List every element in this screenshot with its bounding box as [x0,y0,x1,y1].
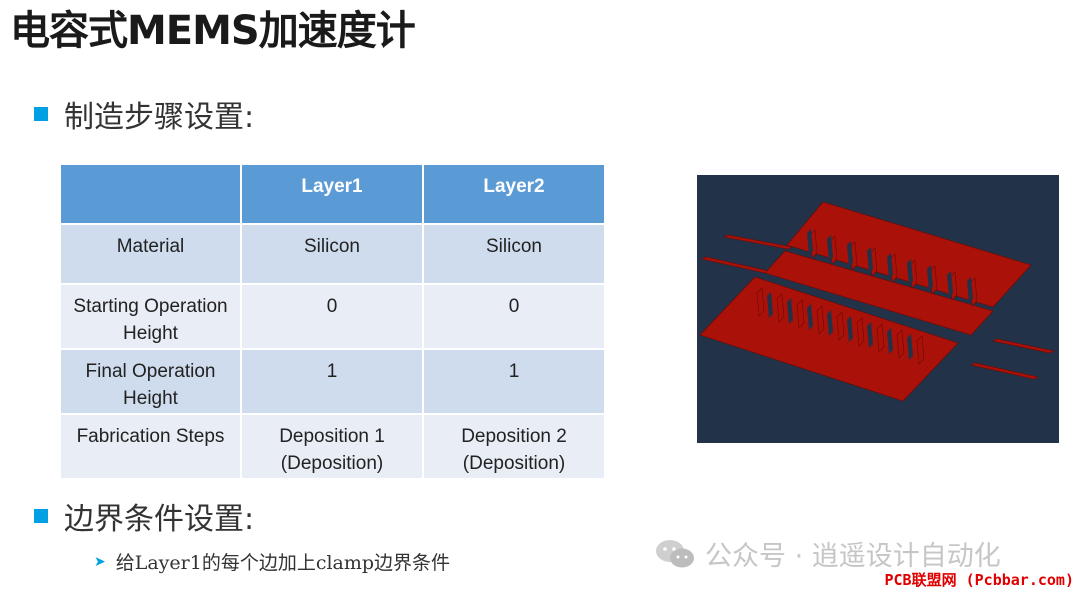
layer1-cell: Deposition 1 (Deposition) [240,413,424,480]
list-item: ➤ 给Layer1的每个边加上clamp边界条件 [94,548,450,575]
section-boundary-conditions: 边界条件设置: [34,496,255,537]
layer1-cell: 1 [240,348,424,415]
fabrication-table: Layer1 Layer2 Material Silicon Silicon S… [59,163,606,480]
table-row: Final Operation Height 1 1 [59,348,606,415]
table-row: Fabrication Steps Deposition 1 (Depositi… [59,413,606,480]
wechat-icon [656,539,694,567]
arrow-bullet-icon: ➤ [94,553,106,570]
list-item-text: 给Layer1的每个边加上clamp边界条件 [115,552,451,574]
row-label: Starting Operation Height [59,283,242,350]
section-label: 制造步骤设置: [64,100,255,135]
table-header-cell [59,163,242,225]
layer2-cell: 1 [422,348,606,415]
layer2-cell: Deposition 2 (Deposition) [422,413,606,480]
section-fabrication-steps: 制造步骤设置: [34,94,255,135]
row-label: Material [59,223,242,285]
square-bullet-icon [34,509,48,523]
mems-structure-figure [697,175,1059,443]
layer2-cell: 0 [422,283,606,350]
watermark: 公众号 · 逍遥设计自动化 [655,534,1001,573]
row-label: Final Operation Height [59,348,242,415]
table-header-cell: Layer1 [240,163,424,225]
comb-drive-image [699,201,1055,402]
row-label: Fabrication Steps [59,413,242,480]
page-title: 电容式MEMS加速度计 [10,8,416,54]
footer-link[interactable]: PCB联盟网 (Pcbbar.com) [884,571,1075,589]
table-header-row: Layer1 Layer2 [59,163,606,225]
layer1-cell: 0 [240,283,424,350]
section-label: 边界条件设置: [64,502,255,537]
table-header-cell: Layer2 [422,163,606,225]
layer1-cell: Silicon [240,223,424,285]
square-bullet-icon [34,107,48,121]
table-row: Material Silicon Silicon [59,223,606,285]
layer2-cell: Silicon [422,223,606,285]
watermark-text: 公众号 · 逍遥设计自动化 [705,541,1001,572]
table-row: Starting Operation Height 0 0 [59,283,606,350]
